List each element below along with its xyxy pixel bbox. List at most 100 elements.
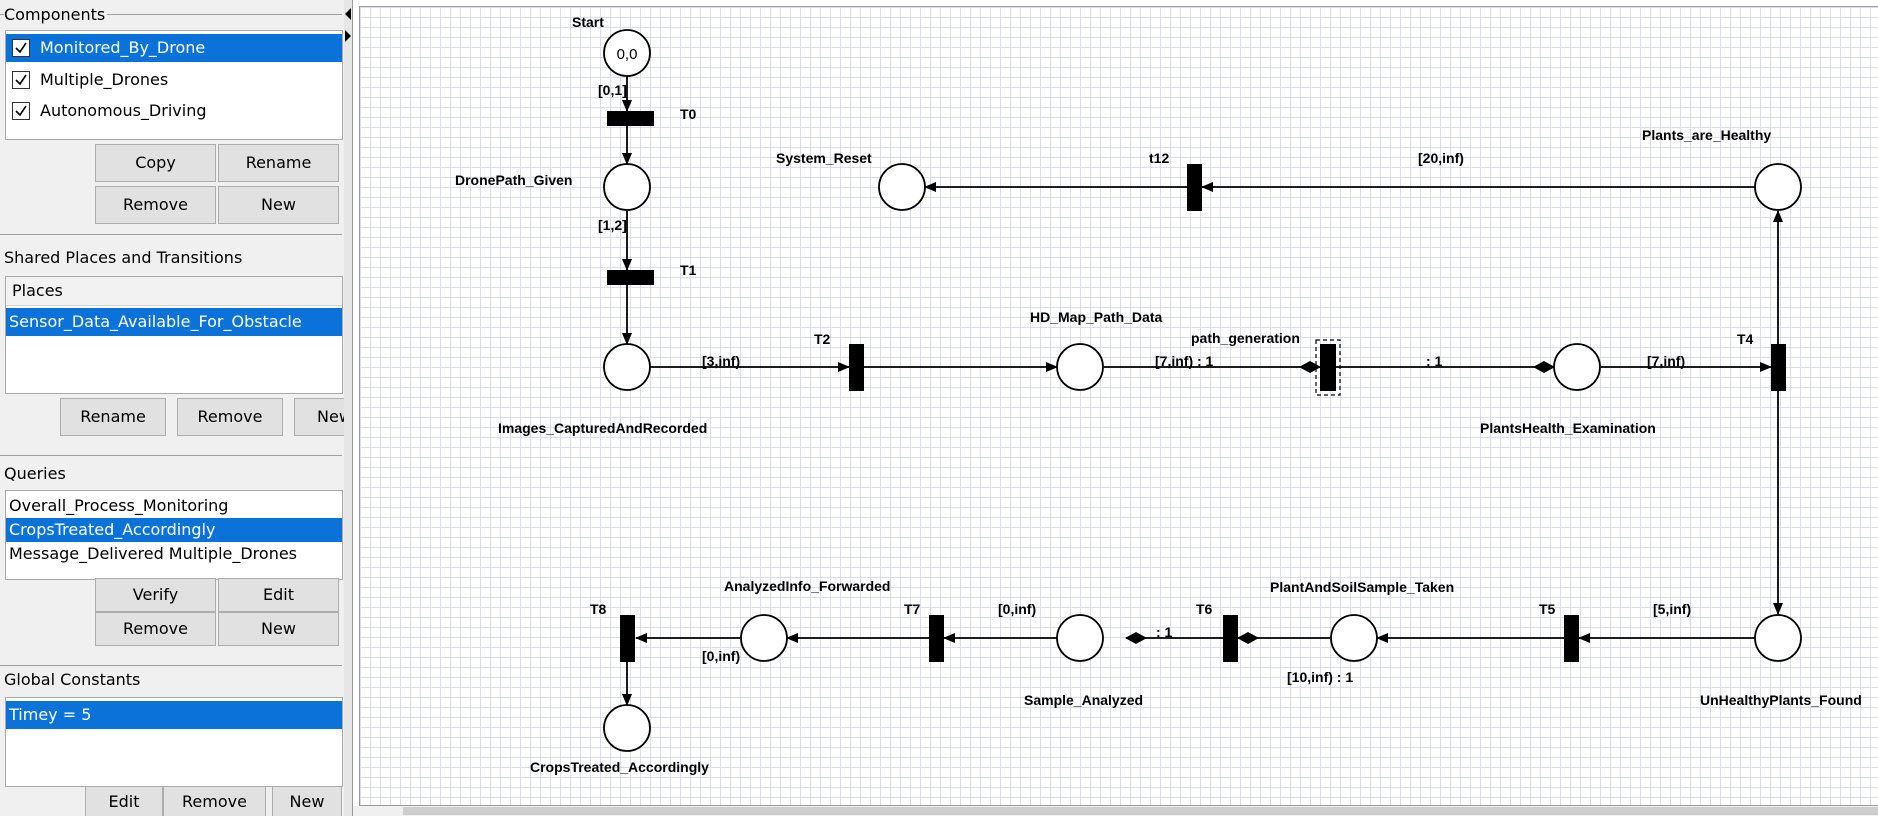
- edit-constant-button[interactable]: Edit: [85, 786, 163, 816]
- new-constant-button[interactable]: New: [272, 786, 342, 816]
- checkbox-multiple[interactable]: [12, 71, 30, 89]
- label-t5: T5: [1539, 601, 1556, 617]
- transition-path-generation[interactable]: [1320, 344, 1336, 391]
- place-plantandsoilsample-taken[interactable]: [1330, 614, 1378, 662]
- components-title: Components: [4, 5, 108, 24]
- rename-component-button[interactable]: Rename: [218, 144, 339, 182]
- place-dronepath-given[interactable]: [603, 163, 651, 211]
- rename-shared-button[interactable]: Rename: [60, 398, 166, 436]
- queries-title: Queries: [4, 464, 68, 483]
- arc-label-t6-analyzed: : 1: [1156, 624, 1173, 640]
- place-start[interactable]: [603, 29, 651, 77]
- transition-t5[interactable]: [1564, 615, 1579, 662]
- arc-label-unhealthy-t5: [5,inf): [1653, 601, 1691, 617]
- place-plantshealth-examination[interactable]: [1553, 343, 1601, 391]
- remove-query-button[interactable]: Remove: [95, 612, 216, 646]
- label-plantandsoilsample-taken: PlantAndSoilSample_Taken: [1270, 579, 1454, 595]
- place-plants-are-healthy[interactable]: [1754, 163, 1802, 211]
- verify-query-button[interactable]: Verify: [95, 578, 216, 612]
- component-item[interactable]: Autonomous_Driving: [40, 101, 207, 120]
- label-cropstreated-accordingly: CropsTreated_Accordingly: [530, 759, 709, 775]
- place-analyzedinfo-forwarded[interactable]: [740, 614, 788, 662]
- transition-t0[interactable]: [607, 111, 654, 126]
- arc-label-healthy-t12: [20,inf): [1418, 150, 1464, 166]
- remove-constant-button[interactable]: Remove: [163, 786, 266, 816]
- sidebar: Components Monitored_By_Drone Multiple_D…: [0, 0, 344, 816]
- query-item[interactable]: Message_Delivered Multiple_Drones: [9, 544, 298, 563]
- transition-t4[interactable]: [1771, 344, 1786, 391]
- constant-item[interactable]: Timey = 5: [6, 701, 342, 729]
- transition-t6[interactable]: [1223, 615, 1238, 662]
- label-plantshealth-examination: PlantsHealth_Examination: [1480, 420, 1656, 436]
- constants-list[interactable]: Timey = 5: [5, 697, 343, 787]
- arc-label-forwarded-t8: [0,inf): [702, 648, 740, 664]
- label-analyzedinfo-forwarded: AnalyzedInfo_Forwarded: [724, 578, 890, 594]
- arc-label-start-t0: [0,1]: [598, 82, 627, 98]
- arc-label-pathgen-plants: : 1: [1426, 353, 1443, 369]
- new-query-button[interactable]: New: [218, 612, 339, 646]
- transition-t12[interactable]: [1187, 164, 1202, 211]
- copy-component-button[interactable]: Copy: [95, 144, 216, 182]
- drawing-canvas[interactable]: 0,0 Start DronePath_Given Images_Capture…: [352, 0, 1878, 816]
- scrollbar-thumb[interactable]: [403, 807, 1878, 815]
- components-list[interactable]: Monitored_By_Drone Multiple_Drones Auton…: [5, 30, 343, 140]
- place-images-captured[interactable]: [603, 343, 651, 391]
- arc-label-dronepath-t1: [1,2]: [598, 217, 627, 233]
- place-system-reset[interactable]: [878, 163, 926, 211]
- label-t1: T1: [680, 262, 697, 278]
- components-divider: [0, 14, 342, 15]
- panel-splitter[interactable]: [344, 0, 352, 816]
- checkbox-autonomous[interactable]: [12, 102, 30, 120]
- query-item[interactable]: Overall_Process_Monitoring: [9, 496, 229, 515]
- place-cropstreated-accordingly[interactable]: [603, 704, 651, 752]
- transition-selection-box: [1315, 339, 1341, 396]
- remove-component-button[interactable]: Remove: [95, 186, 216, 224]
- collapse-arrows-icon[interactable]: [344, 6, 352, 46]
- label-dronepath-given: DronePath_Given: [455, 172, 572, 188]
- checkbox-monitored[interactable]: [12, 39, 30, 57]
- remove-shared-button[interactable]: Remove: [177, 398, 283, 436]
- arc-label-sample-t6: [10,inf) : 1: [1287, 669, 1353, 685]
- shared-place-item[interactable]: Sensor_Data_Available_For_Obstacle: [6, 308, 342, 336]
- check-icon: [15, 42, 27, 54]
- edit-query-button[interactable]: Edit: [218, 578, 339, 612]
- place-hd-map-path-data[interactable]: [1056, 343, 1104, 391]
- horizontal-scrollbar[interactable]: [353, 806, 1878, 816]
- arc-label-plants-t4: [7,inf): [1647, 353, 1685, 369]
- arc-label-hdmap-pathgen: [7,inf) : 1: [1155, 353, 1214, 369]
- transition-t7[interactable]: [929, 615, 944, 662]
- label-sample-analyzed: Sample_Analyzed: [1024, 692, 1143, 708]
- label-unhealthy-plants-found: UnHealthyPlants_Found: [1700, 692, 1862, 708]
- label-path-generation: path_generation: [1191, 330, 1300, 346]
- queries-list[interactable]: Overall_Process_Monitoring CropsTreated_…: [5, 490, 343, 580]
- new-component-button[interactable]: New: [218, 186, 339, 224]
- label-t6: T6: [1196, 601, 1213, 617]
- constants-title: Global Constants: [4, 670, 143, 689]
- new-shared-button[interactable]: New: [294, 398, 344, 436]
- label-start: Start: [572, 14, 604, 30]
- places-column-header[interactable]: Places: [6, 277, 342, 306]
- check-icon: [15, 105, 27, 117]
- component-item[interactable]: Multiple_Drones: [40, 70, 169, 89]
- place-unhealthy-plants-found[interactable]: [1754, 614, 1802, 662]
- component-item[interactable]: Monitored_By_Drone: [6, 34, 342, 62]
- constants-divider: [0, 665, 342, 666]
- arc-label-analyzed-t7: [0,inf): [998, 601, 1036, 617]
- transition-t2[interactable]: [849, 344, 864, 391]
- arc-label-images-t2: [3,inf): [702, 353, 740, 369]
- transition-t1[interactable]: [607, 270, 654, 285]
- check-icon: [15, 74, 27, 86]
- shared-title: Shared Places and Transitions: [4, 248, 245, 267]
- query-item[interactable]: CropsTreated_Accordingly: [6, 518, 342, 542]
- label-hd-map-path-data: HD_Map_Path_Data: [1030, 309, 1162, 325]
- start-tokens: 0,0: [617, 46, 638, 63]
- label-images-captured: Images_CapturedAndRecorded: [498, 420, 707, 436]
- transition-t8[interactable]: [620, 615, 635, 662]
- shared-places-list[interactable]: Places Sensor_Data_Available_For_Obstacl…: [5, 276, 343, 394]
- label-t0: T0: [680, 106, 697, 122]
- place-sample-analyzed[interactable]: [1056, 614, 1104, 662]
- queries-divider: [0, 455, 342, 456]
- petri-net-diagram: 0,0 Start DronePath_Given Images_Capture…: [455, 14, 1862, 775]
- label-t2: T2: [814, 331, 831, 347]
- shared-divider: [0, 234, 342, 235]
